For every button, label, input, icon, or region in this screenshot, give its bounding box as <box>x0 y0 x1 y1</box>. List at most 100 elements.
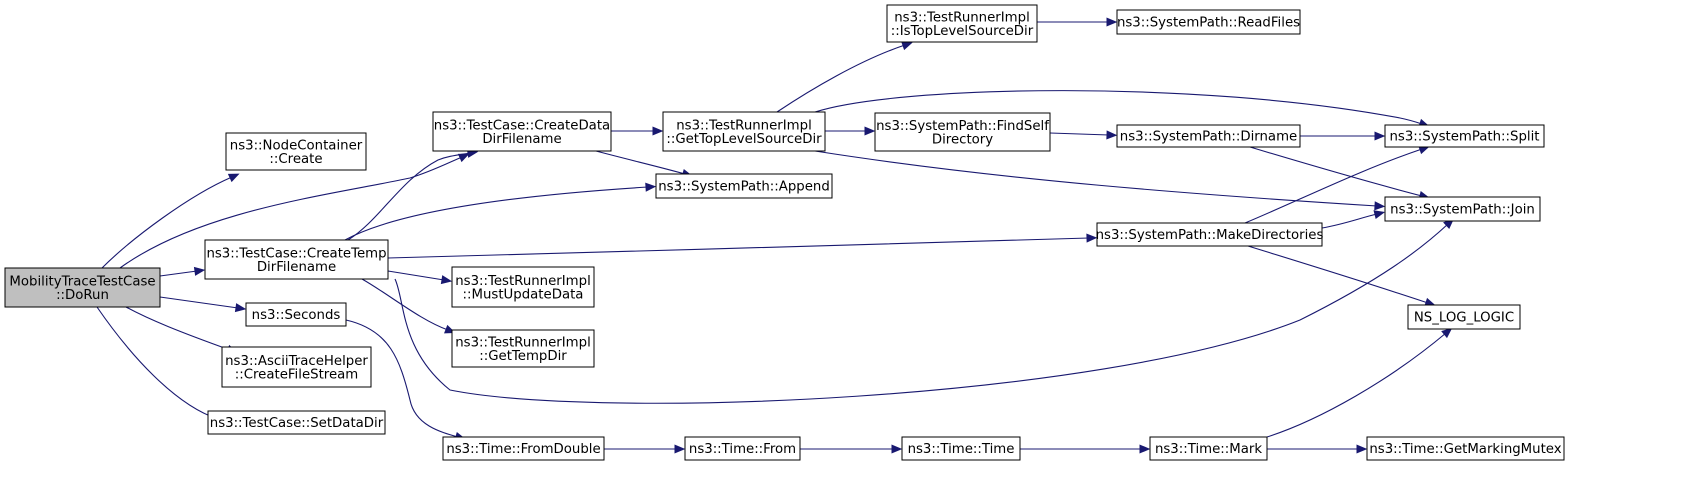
edge-arrowhead <box>1356 444 1368 454</box>
node-time-time[interactable]: ns3::Time::Time <box>901 436 1021 461</box>
edge-line <box>595 150 686 175</box>
node-label-line: ns3::SystemPath::Join <box>1390 203 1535 218</box>
edge-arrowhead <box>193 266 206 276</box>
node-get-top-level[interactable]: ns3::TestRunnerImpl::GetTopLevelSourceDi… <box>662 111 826 152</box>
node-dirname[interactable]: ns3::SystemPath::Dirname <box>1116 124 1301 148</box>
node-read-files[interactable]: ns3::SystemPath::ReadFiles <box>1116 9 1301 35</box>
edge-line <box>1244 148 1423 224</box>
node-is-top-level[interactable]: ns3::TestRunnerImpl::IsTopLevelSourceDir <box>886 4 1038 43</box>
edge-is_top_level-to-read_files <box>1037 17 1118 27</box>
node-label-line: ns3::Time::From <box>689 442 796 457</box>
edge-line <box>119 156 463 269</box>
node-box <box>886 4 1038 43</box>
node-nc-create[interactable]: ns3::NodeContainer::Create <box>225 132 367 171</box>
edge-arrowhead <box>1106 130 1118 140</box>
node-append[interactable]: ns3::SystemPath::Append <box>655 173 833 199</box>
edge-line <box>776 44 906 113</box>
edge-dorun-to-set_data_dir <box>96 306 226 423</box>
node-box <box>221 346 372 388</box>
node-box <box>442 436 605 461</box>
edge-line <box>1049 132 1110 136</box>
edge-line <box>1247 245 1429 304</box>
edge-arrowhead <box>1086 233 1098 243</box>
node-label-line: ns3::SystemPath::Append <box>658 180 830 195</box>
edge-line <box>1249 146 1423 197</box>
edge-arrowhead <box>1373 210 1386 220</box>
node-label-line: ns3::SystemPath::Dirname <box>1120 130 1297 145</box>
edge-arrowhead <box>1374 131 1386 141</box>
edge-line <box>96 306 219 420</box>
edge-create_temp_dir-to-must_update <box>387 270 453 285</box>
node-dorun[interactable]: MobilityTraceTestCase::DoRun <box>4 267 161 308</box>
edge-arrowhead <box>227 173 240 183</box>
edge-find_self-to-dirname <box>1049 130 1118 140</box>
node-seconds[interactable]: ns3::Seconds <box>245 302 347 327</box>
edge-line <box>101 176 233 269</box>
edge-arrowhead <box>1374 201 1386 211</box>
edge-create_temp_dir-to-create_data_dir <box>347 148 479 241</box>
node-split[interactable]: ns3::SystemPath::Split <box>1384 124 1545 148</box>
node-label-line: NS_LOG_LOGIC <box>1414 311 1514 326</box>
edge-make_dirs-to-join <box>1321 210 1386 229</box>
node-label-line: MobilityTraceTestCase <box>9 274 155 289</box>
edge-time_mark-to-get_marking_mutex <box>1267 444 1368 454</box>
node-box <box>1384 124 1545 148</box>
edge-create_data_dir-to-get_top_level <box>611 126 664 136</box>
node-label-line: ::Create <box>269 152 322 167</box>
edge-dirname-to-split <box>1300 131 1386 141</box>
node-box <box>662 111 826 152</box>
edge-get_top_level-to-join <box>814 150 1386 211</box>
edge-get_top_level-to-is_top_level <box>776 41 913 113</box>
node-ascii-create[interactable]: ns3::AsciiTraceHelper::CreateFileStream <box>221 346 372 388</box>
node-must-update[interactable]: ns3::TestRunnerImpl::MustUpdateData <box>451 266 595 308</box>
node-time-from[interactable]: ns3::Time::From <box>684 436 801 461</box>
edge-create_temp_dir-to-make_dirs <box>387 233 1098 259</box>
node-label-line: ns3::TestCase::SetDataDir <box>210 416 384 431</box>
edge-dorun-to-create_temp_dir <box>159 266 206 277</box>
edge-dirname-to-join <box>1249 146 1431 200</box>
edge-arrowhead <box>1139 444 1151 454</box>
edge-arrowhead <box>440 275 453 285</box>
node-make-dirs[interactable]: ns3::SystemPath::MakeDirectories <box>1096 222 1324 247</box>
edge-line <box>159 296 239 309</box>
node-box <box>432 111 612 152</box>
node-get-marking-mutex[interactable]: ns3::Time::GetMarkingMutex <box>1366 436 1565 461</box>
node-label-line: ns3::AsciiTraceHelper <box>225 354 368 369</box>
edge-line <box>387 237 1090 259</box>
node-join[interactable]: ns3::SystemPath::Join <box>1384 196 1541 222</box>
edge-make_dirs-to-ns_log_logic <box>1247 245 1436 307</box>
node-label-line: Directory <box>932 132 993 147</box>
node-label-line: ::IsTopLevelSourceDir <box>891 24 1034 39</box>
edge-arrowhead <box>1441 327 1453 339</box>
edge-arrowhead <box>234 303 247 313</box>
edge-line <box>387 270 445 281</box>
node-label-line: ::GetTopLevelSourceDir <box>666 132 822 147</box>
edge-create_temp_dir-to-append <box>344 182 657 241</box>
node-box <box>207 410 386 435</box>
edge-create_data_dir-to-append <box>595 150 693 178</box>
node-label-line: ns3::TestRunnerImpl <box>455 335 591 350</box>
node-time-mark[interactable]: ns3::Time::Mark <box>1149 436 1268 461</box>
edge-arrowhead <box>1106 17 1118 27</box>
node-box <box>1149 436 1268 461</box>
node-from-double[interactable]: ns3::Time::FromDouble <box>442 436 605 461</box>
node-label-line: ns3::Time::Mark <box>1155 442 1262 457</box>
node-label-line: ns3::Time::FromDouble <box>446 442 600 457</box>
node-get-temp-dir[interactable]: ns3::TestRunnerImpl::GetTempDir <box>451 329 595 368</box>
node-ns-log-logic[interactable]: NS_LOG_LOGIC <box>1407 304 1521 330</box>
node-label-line: ::CreateFileStream <box>235 367 359 382</box>
edge-arrowhead <box>652 126 664 136</box>
edge-line <box>1321 213 1378 229</box>
edge-dorun-to-nc_create <box>101 173 240 269</box>
edge-create_temp_dir-to-get_temp_dir <box>361 278 456 334</box>
node-set-data-dir[interactable]: ns3::TestCase::SetDataDir <box>207 410 386 435</box>
node-box <box>245 302 347 327</box>
node-label-line: ns3::SystemPath::FindSelf <box>876 119 1049 134</box>
edge-time_time-to-time_mark <box>1020 444 1151 454</box>
node-box <box>1116 9 1301 35</box>
node-box <box>451 266 595 308</box>
